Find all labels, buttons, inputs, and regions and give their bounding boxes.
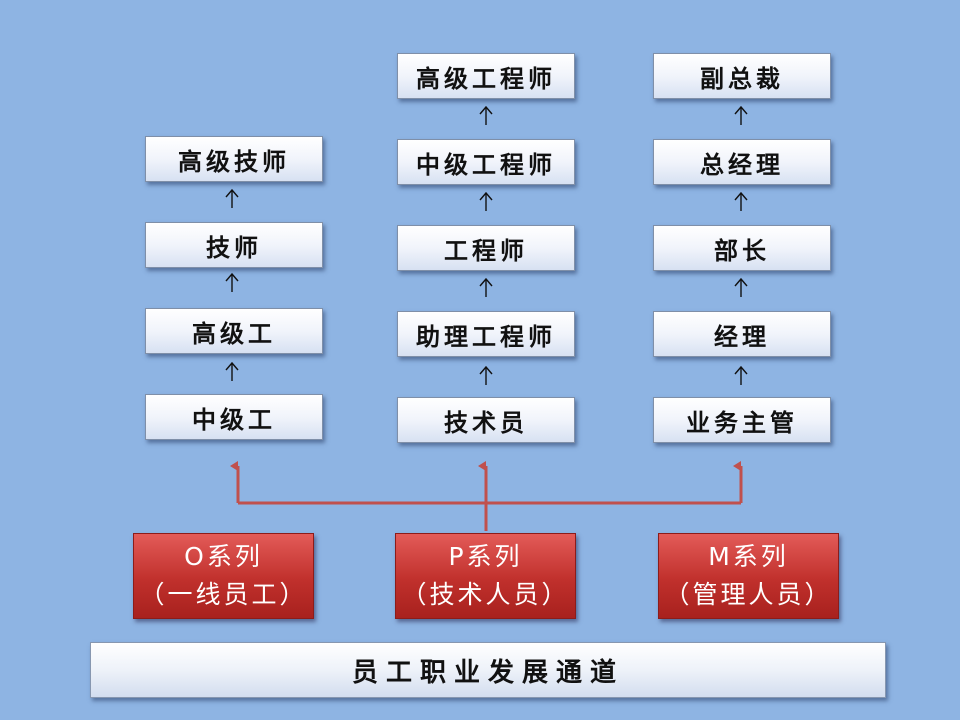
series-m-desc: （管理人员） [664,580,833,609]
p-level-technician: 技术员 [397,397,575,443]
arrow-up-icon [734,365,748,385]
p-level-intermediate-engineer: 中级工程师 [397,139,575,185]
m-level-business-supervisor: 业务主管 [653,397,831,443]
series-connector [230,461,743,531]
p-level-engineer: 工程师 [397,225,575,271]
arrow-up-icon [734,105,748,125]
o-level-senior-worker: 高级工 [145,308,323,354]
arrow-up-icon [479,105,493,125]
series-p-name: P系列 [448,542,523,571]
m-level-department-head: 部长 [653,225,831,271]
series-m-box: M系列 （管理人员） [658,533,839,619]
arrow-up-icon [225,188,239,208]
o-level-intermediate-worker: 中级工 [145,394,323,440]
arrow-up-icon [479,191,493,211]
series-p-desc: （技术人员） [401,580,570,609]
p-level-assistant-engineer: 助理工程师 [397,311,575,357]
series-o-desc: （一线员工） [139,580,308,609]
m-level-general-manager: 总经理 [653,139,831,185]
p-level-senior-engineer: 高级工程师 [397,53,575,99]
o-level-senior-technician: 高级技师 [145,136,323,182]
footer-banner: 员工职业发展通道 [90,642,886,698]
arrow-up-icon [225,361,239,381]
series-p-box: P系列 （技术人员） [395,533,576,619]
arrow-up-icon [734,191,748,211]
o-level-technician: 技师 [145,222,323,268]
series-o-name: O系列 [184,542,263,571]
arrow-up-icon [225,272,239,292]
series-o-box: O系列 （一线员工） [133,533,314,619]
arrow-up-icon [479,277,493,297]
arrow-up-icon [734,277,748,297]
m-level-manager: 经理 [653,311,831,357]
arrow-up-icon [479,365,493,385]
series-m-name: M系列 [708,542,789,571]
m-level-vice-president: 副总裁 [653,53,831,99]
